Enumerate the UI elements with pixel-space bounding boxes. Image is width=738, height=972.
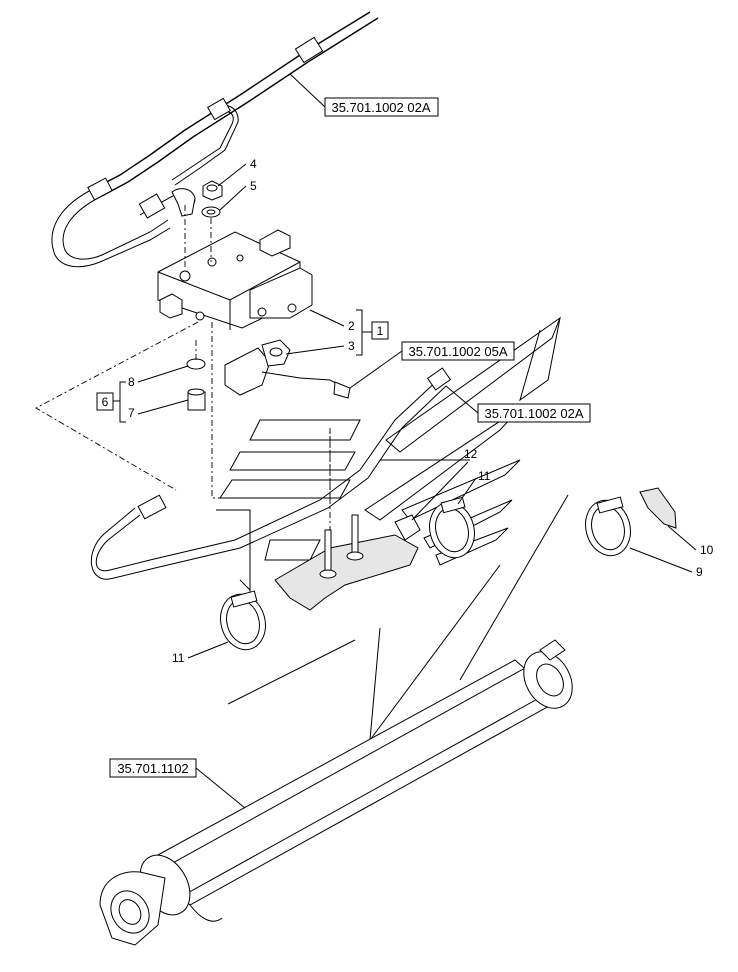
callout-4: 4 — [250, 157, 257, 171]
plug-part-7 — [187, 388, 206, 411]
ref-cylinder-label: 35.701.1102 — [117, 761, 188, 776]
callout-8: 8 — [128, 375, 135, 389]
valve-block — [157, 229, 313, 330]
group-box-1 — [371, 321, 389, 340]
upper-hydraulic-pipe — [51, 11, 379, 268]
hose-clamp-11-lower — [220, 590, 266, 651]
hose-clamp-11-upper — [429, 496, 475, 559]
hydraulic-cylinder — [99, 639, 573, 946]
ref-top[interactable]: 35.701.1002 02A — [324, 97, 439, 117]
callout-2: 2 — [348, 319, 355, 333]
callout-12: 12 — [464, 447, 478, 461]
pressure-sensor — [224, 339, 351, 399]
ref-top-label: 35.701.1002 02A — [331, 100, 430, 115]
callout-11-upper: 11 — [478, 469, 491, 483]
callout-10: 10 — [700, 543, 714, 557]
cylinder-bracket — [274, 514, 421, 611]
nut-part-4 — [202, 180, 223, 201]
ref-cylinder[interactable]: 35.701.1102 — [109, 758, 197, 778]
hose-clamp-9 — [585, 496, 631, 557]
ref-mid[interactable]: 35.701.1002 05A — [401, 341, 515, 361]
lower-hydraulic-pipe — [90, 367, 452, 580]
clip-part-10 — [639, 487, 677, 529]
washer-part-5 — [201, 206, 221, 218]
ref-right[interactable]: 35.701.1002 02A — [477, 403, 591, 423]
callout-7: 7 — [128, 406, 135, 420]
callout-5: 5 — [250, 179, 257, 193]
callout-9: 9 — [696, 565, 703, 579]
ref-right-label: 35.701.1002 02A — [484, 406, 583, 421]
o-ring-part-8 — [186, 358, 206, 370]
ref-mid-label: 35.701.1002 05A — [408, 344, 507, 359]
callout-1: 1 — [377, 324, 384, 338]
callout-3: 3 — [348, 339, 355, 353]
callout-6: 6 — [102, 395, 109, 409]
callout-11-lower: 11 — [172, 651, 185, 665]
